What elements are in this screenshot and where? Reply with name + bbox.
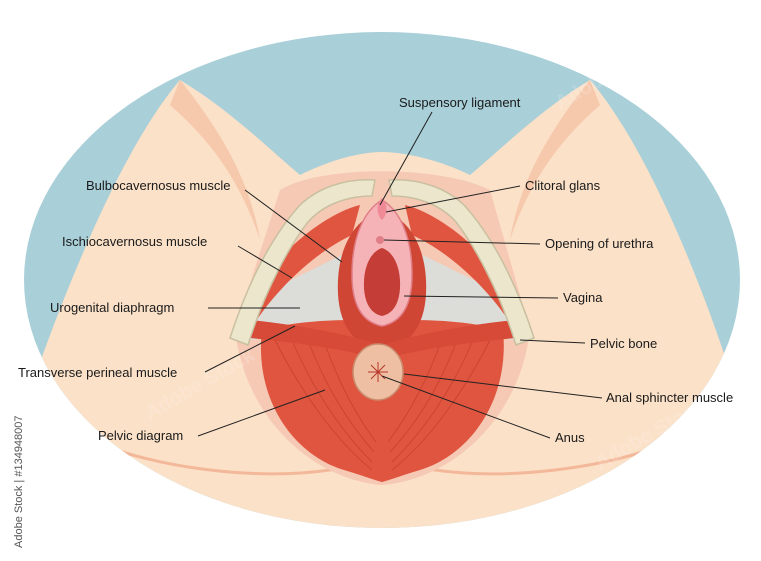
label-vagina: Vagina	[563, 290, 603, 305]
label-clitoral-glans: Clitoral glans	[525, 178, 601, 193]
label-anus: Anus	[555, 430, 585, 445]
label-urogenital-diaphragm: Urogenital diaphragm	[50, 300, 174, 315]
label-pelvic-diagram: Pelvic diagram	[98, 428, 183, 443]
anus-pucker	[368, 362, 388, 382]
label-transverse-perineal-muscle: Transverse perineal muscle	[18, 365, 177, 380]
label-suspensory-ligament: Suspensory ligament	[399, 95, 521, 110]
urethra-opening	[376, 236, 384, 244]
label-pelvic-bone: Pelvic bone	[590, 336, 657, 351]
watermark-text-1: Adobe Stock	[102, 0, 220, 64]
label-opening-of-urethra: Opening of urethra	[545, 236, 654, 251]
label-bulbocavernosus-muscle: Bulbocavernosus muscle	[86, 178, 231, 193]
label-anal-sphincter-muscle: Anal sphincter muscle	[606, 390, 733, 405]
stock-credit: Adobe Stock | #134948007	[13, 415, 25, 548]
label-ischiocavernosus-muscle: Ischiocavernosus muscle	[62, 234, 207, 249]
